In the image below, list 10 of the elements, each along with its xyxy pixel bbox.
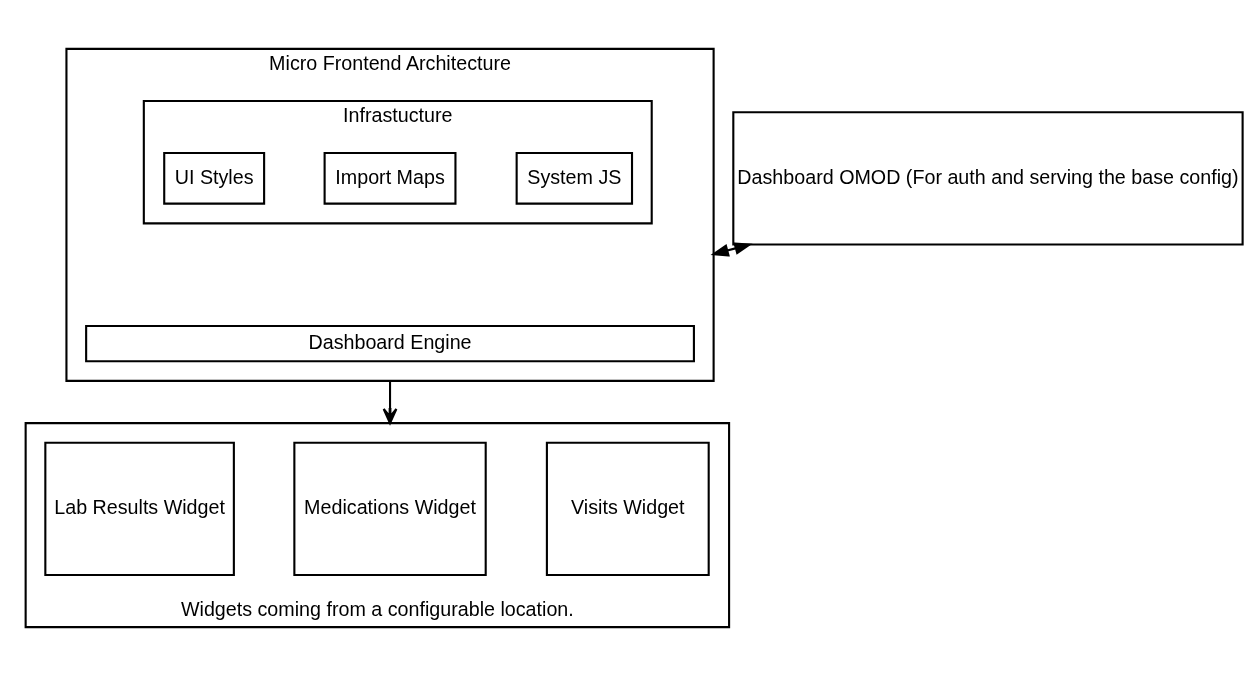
node-box: Dashboard Engine (85, 324, 695, 362)
node-box: System JS (515, 151, 634, 205)
node-box: UI Styles (163, 151, 266, 205)
arrow (382, 380, 398, 424)
arrow (710, 241, 753, 256)
node-box: Import Maps (323, 151, 457, 205)
node-box: Medications Widget (293, 441, 487, 576)
node-box: Dashboard OMOD (For auth and serving the base config) (732, 110, 1244, 245)
node-box: Visits Widget (545, 441, 710, 576)
node-box: Lab Results Widget (44, 441, 235, 576)
